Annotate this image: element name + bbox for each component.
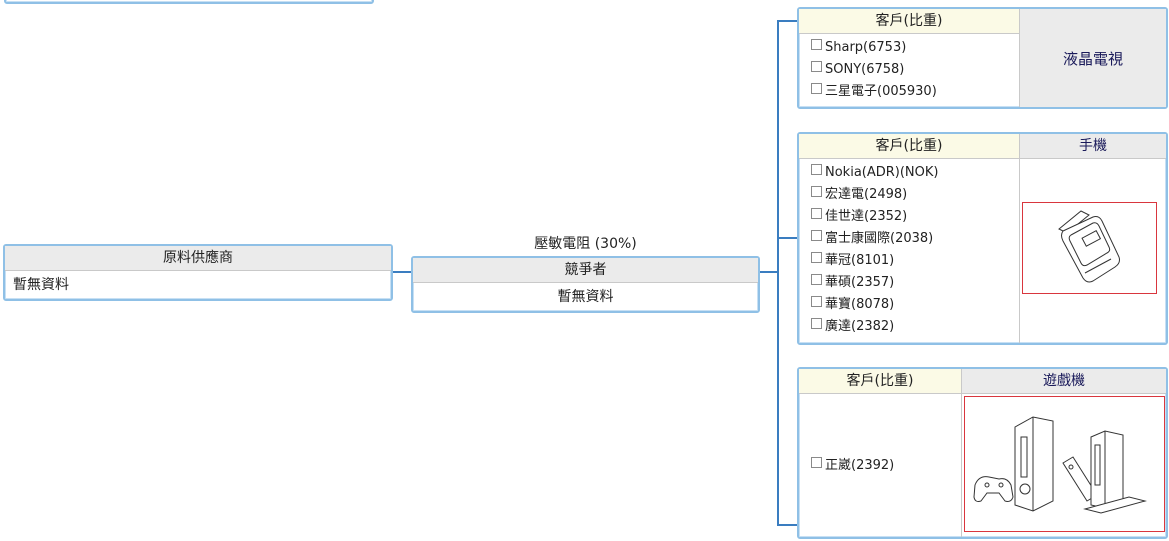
product-label: 遊戲機: [961, 369, 1166, 394]
competitor-title: 競爭者: [413, 258, 758, 283]
customer-item[interactable]: Sharp(6753): [811, 37, 1019, 59]
checkbox[interactable]: [811, 39, 822, 50]
customer-item[interactable]: 華冠(8101): [811, 250, 1019, 272]
top-stub-box: [4, 0, 374, 4]
customer-item[interactable]: Nokia(ADR)(NOK): [811, 162, 1019, 184]
phone-image-frame: [1022, 202, 1157, 294]
supplier-box: 原料供應商 暫無資料: [3, 244, 393, 301]
connector-branch-console: [777, 524, 798, 526]
supplier-title: 原料供應商: [5, 246, 391, 271]
game-consoles-icon: [973, 416, 1147, 514]
connector-main-trunk: [759, 271, 778, 273]
customer-item[interactable]: 廣達(2382): [811, 316, 1019, 338]
connector-supplier-main: [392, 271, 412, 273]
customer-item[interactable]: 華寶(8078): [811, 294, 1019, 316]
connector-branch-tv: [777, 20, 798, 22]
checkbox[interactable]: [811, 208, 822, 219]
customer-list: Sharp(6753) SONY(6758) 三星電子(005930): [799, 34, 1019, 107]
supplier-value: 暫無資料: [13, 277, 69, 293]
console-image-frame: [964, 396, 1165, 532]
product-label: 手機: [1019, 134, 1166, 159]
competitor-value: 暫無資料: [557, 289, 614, 305]
connector-vertical-trunk: [777, 20, 779, 526]
checkbox[interactable]: [811, 186, 822, 197]
customer-item[interactable]: 宏達電(2498): [811, 184, 1019, 206]
customers-header: 客戶(比重): [799, 369, 961, 394]
customer-group-phone: 客戶(比重) 手機 Nokia(ADR)(NOK) 宏達電(2498) 佳世達(…: [797, 132, 1168, 345]
product-image-cell: [961, 394, 1166, 537]
checkbox[interactable]: [811, 252, 822, 263]
customers-header: 客戶(比重): [799, 9, 1019, 34]
customer-item[interactable]: SONY(6758): [811, 59, 1019, 81]
customers-header: 客戶(比重): [799, 134, 1019, 159]
customer-item[interactable]: 華碩(2357): [811, 272, 1019, 294]
customer-list: Nokia(ADR)(NOK) 宏達電(2498) 佳世達(2352) 富士康國…: [799, 159, 1019, 343]
customer-list: 正崴(2392): [799, 394, 961, 537]
checkbox[interactable]: [811, 61, 822, 72]
connector-branch-phone: [777, 237, 798, 239]
checkbox[interactable]: [811, 456, 822, 468]
checkbox[interactable]: [811, 296, 822, 307]
checkbox[interactable]: [811, 83, 822, 94]
customer-item[interactable]: 三星電子(005930): [811, 81, 1019, 103]
checkbox[interactable]: [811, 318, 822, 329]
product-image-cell: [1019, 159, 1166, 343]
customer-item[interactable]: 富士康國際(2038): [811, 228, 1019, 250]
checkbox[interactable]: [811, 230, 822, 241]
customer-group-tv: 客戶(比重) 液晶電視 Sharp(6753) SONY(6758) 三星電子(…: [797, 7, 1168, 109]
main-node-label: 壓敏電阻 (30%): [534, 236, 637, 252]
product-label: 液晶電視: [1062, 49, 1123, 68]
customer-group-console: 客戶(比重) 遊戲機 正崴(2392): [797, 367, 1168, 539]
competitor-box: 競爭者 暫無資料: [411, 256, 760, 313]
customer-item[interactable]: 正崴(2392): [811, 455, 894, 477]
checkbox[interactable]: [811, 274, 822, 285]
flip-phone-icon: [1058, 210, 1120, 283]
checkbox[interactable]: [811, 164, 822, 175]
customer-item[interactable]: 佳世達(2352): [811, 206, 1019, 228]
product-cell-tv: 液晶電視: [1019, 9, 1166, 107]
